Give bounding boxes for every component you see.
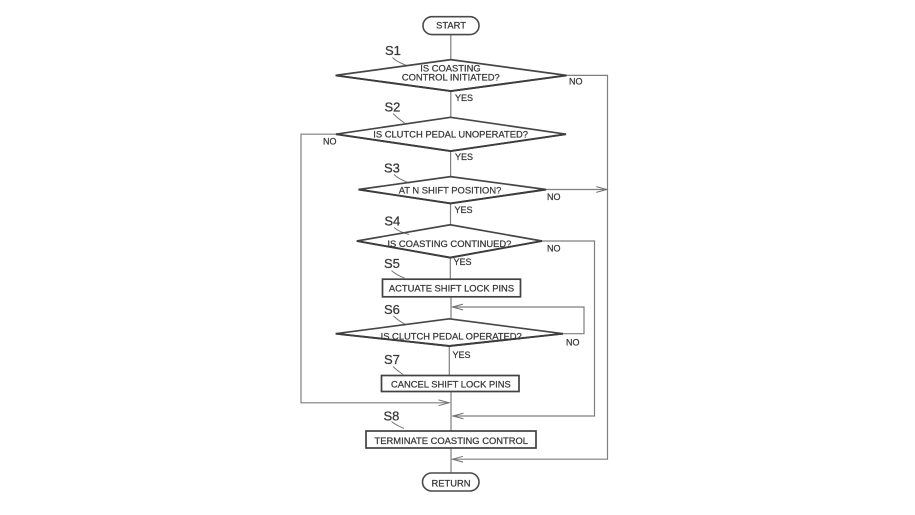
svg-text:NO: NO: [547, 244, 561, 254]
svg-text:IS COASTING: IS COASTING: [420, 63, 480, 74]
svg-text:YES: YES: [455, 93, 473, 103]
svg-text:ACTUATE SHIFT LOCK PINS: ACTUATE SHIFT LOCK PINS: [389, 282, 514, 293]
svg-text:YES: YES: [455, 205, 473, 215]
svg-text:S1: S1: [385, 43, 401, 58]
svg-text:S7: S7: [384, 352, 400, 367]
svg-text:S6: S6: [384, 302, 400, 317]
svg-text:S2: S2: [385, 100, 401, 115]
svg-text:RETURN: RETURN: [431, 477, 470, 488]
svg-text:S4: S4: [384, 214, 400, 229]
svg-text:YES: YES: [453, 350, 471, 360]
svg-text:CANCEL SHIFT LOCK PINS: CANCEL SHIFT LOCK PINS: [391, 379, 511, 390]
svg-text:YES: YES: [454, 257, 472, 267]
svg-text:S8: S8: [384, 409, 400, 424]
svg-text:TERMINATE COASTING CONTROL: TERMINATE COASTING CONTROL: [375, 435, 528, 446]
svg-text:AT N SHIFT POSITION?: AT N SHIFT POSITION?: [399, 184, 502, 195]
svg-text:IS CLUTCH PEDAL OPERATED?: IS CLUTCH PEDAL OPERATED?: [381, 330, 522, 341]
svg-text:NO: NO: [569, 77, 583, 87]
svg-text:S3: S3: [384, 161, 400, 176]
svg-text:NO: NO: [323, 137, 337, 147]
svg-text:IS COASTING CONTINUED?: IS COASTING CONTINUED?: [387, 238, 511, 249]
svg-text:CONTROL INITIATED?: CONTROL INITIATED?: [402, 71, 500, 82]
svg-text:NO: NO: [547, 192, 561, 202]
svg-text:S5: S5: [384, 256, 400, 271]
svg-text:IS CLUTCH PEDAL UNOPERATED?: IS CLUTCH PEDAL UNOPERATED?: [373, 128, 528, 139]
svg-text:NO: NO: [566, 338, 580, 348]
svg-text:YES: YES: [455, 152, 473, 162]
svg-text:START: START: [436, 19, 466, 30]
